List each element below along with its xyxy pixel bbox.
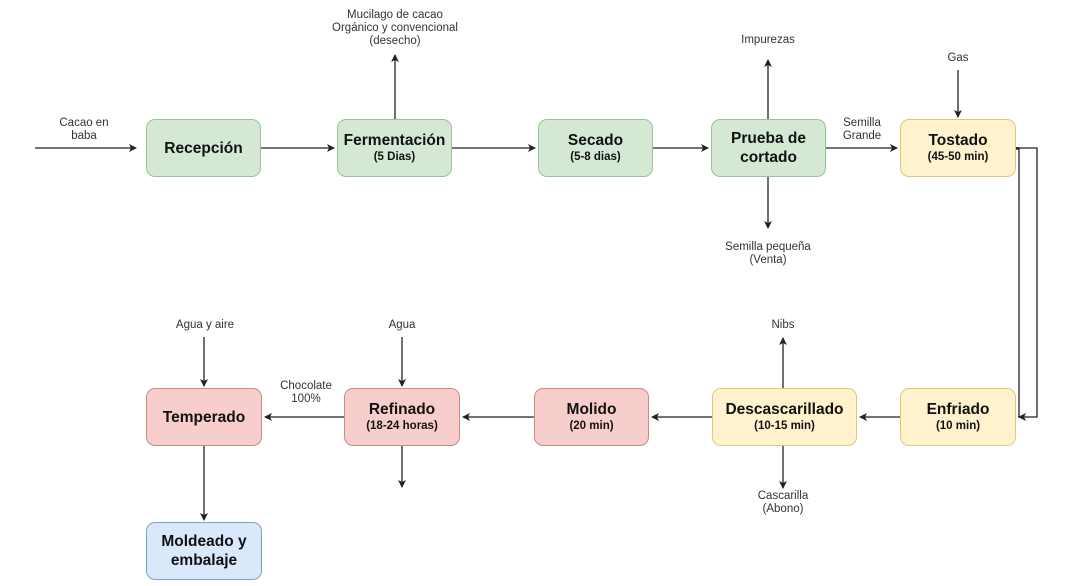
label-cacao-en-baba: Cacao en baba — [46, 117, 122, 143]
node-title: Refinado — [368, 401, 436, 418]
node-enfriado[interactable]: Enfriado (10 min) — [900, 388, 1016, 446]
node-prueba-de-cortado[interactable]: Prueba de cortado — [711, 119, 826, 177]
node-title: Descascarillado — [725, 401, 844, 418]
node-title: Temperado — [162, 408, 246, 426]
label-impurezas: Impurezas — [741, 34, 795, 46]
arrow-tostado-to-enfriado — [1016, 147, 1038, 421]
label-gas: Gas — [947, 52, 969, 64]
node-descascarillado[interactable]: Descascarillado (10-15 min) — [712, 388, 857, 446]
label-agua: Agua — [388, 319, 416, 331]
label-nibs: Nibs — [771, 319, 795, 331]
label-mucilago: Mucilago de cacao Orgánico y convenciona… — [300, 9, 490, 48]
node-fermentacion[interactable]: Fermentación (5 Dias) — [337, 119, 452, 177]
label-semilla-grande: Semilla Grande — [842, 117, 882, 142]
label-line: Semilla pequeña — [725, 241, 811, 253]
node-secado[interactable]: Secado (5-8 dias) — [538, 119, 653, 177]
node-detail: (20 min) — [569, 420, 614, 432]
node-detail: (10 min) — [935, 420, 981, 432]
label-chocolate-100: Chocolate 100% — [280, 380, 332, 405]
node-title: Enfriado — [926, 401, 990, 418]
node-refinado[interactable]: Refinado (18-24 horas) — [344, 388, 460, 446]
label-line: Mucilago de cacao — [347, 9, 443, 21]
node-title: Moldeado y embalaje — [161, 533, 247, 569]
node-molido[interactable]: Molido (20 min) — [534, 388, 649, 446]
node-tostado[interactable]: Tostado (45-50 min) — [900, 119, 1016, 177]
label-line: Orgánico y convencional — [332, 22, 458, 34]
label-agua-y-aire: Agua y aire — [175, 319, 235, 331]
node-title: Tostado — [928, 132, 988, 149]
label-text: Cacao en baba — [59, 117, 109, 142]
label-cascarilla: Cascarilla (Abono) — [738, 490, 828, 516]
label-semilla-pequena: Semilla pequeña (Venta) — [700, 241, 836, 267]
node-title: Molido — [566, 401, 617, 418]
node-detail: (10-15 min) — [754, 420, 815, 432]
node-title: Fermentación — [343, 132, 446, 149]
node-detail: (5-8 dias) — [570, 151, 621, 163]
label-line: (desecho) — [369, 35, 421, 47]
node-title: Recepción — [164, 139, 243, 157]
label-line: (Abono) — [762, 503, 804, 515]
label-line: (Venta) — [749, 254, 787, 266]
node-detail: (5 Dias) — [373, 151, 416, 163]
node-title: Prueba de cortado — [731, 130, 806, 166]
node-moldeado-y-embalaje[interactable]: Moldeado y embalaje — [146, 522, 262, 580]
node-detail: (45-50 min) — [927, 151, 989, 163]
node-temperado[interactable]: Temperado — [146, 388, 262, 446]
label-line: Cascarilla — [757, 490, 809, 502]
node-recepcion[interactable]: Recepción — [146, 119, 261, 177]
node-title: Secado — [567, 132, 624, 149]
node-detail: (18-24 horas) — [366, 420, 438, 432]
